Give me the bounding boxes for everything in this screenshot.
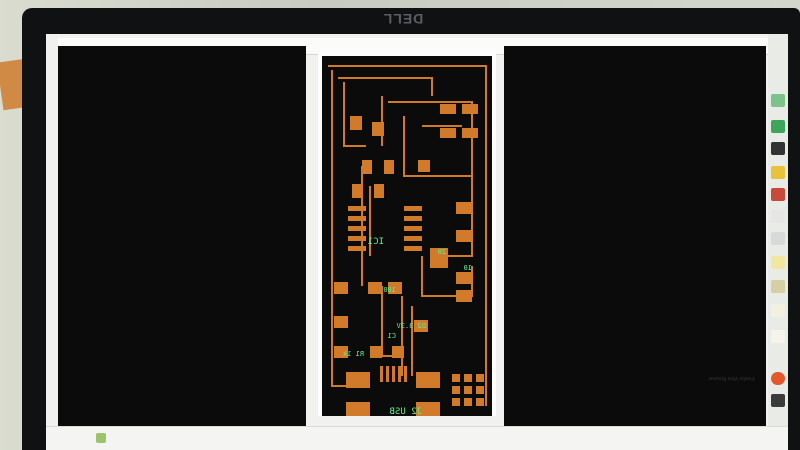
dock-app-icon[interactable]	[771, 142, 785, 155]
silk-crystal-label: 20	[438, 248, 446, 256]
silk-c1-label: C1	[388, 332, 396, 340]
dock-app-icon[interactable]	[771, 210, 785, 223]
dock-app-icon[interactable]	[771, 394, 785, 407]
monitor-brand-logo: DELL	[382, 11, 424, 27]
left-dark-pane	[58, 46, 306, 426]
taskbar	[46, 426, 788, 450]
silk-r1-label: R1 1k	[342, 350, 364, 358]
task-app-icon[interactable]	[96, 433, 106, 443]
silk-usb-label: J2 USB	[389, 407, 422, 416]
dock-app-icon[interactable]	[771, 120, 785, 133]
dock-app-icon[interactable]	[771, 280, 785, 293]
dock-tooltip: Firefox Web Browser	[708, 375, 755, 381]
silk-ic-label: IC1	[368, 237, 384, 247]
dock-app-icon[interactable]	[771, 232, 785, 245]
silk-fuse-label: 10	[464, 264, 472, 272]
silk-diode-label: D2 3.3V	[396, 322, 426, 330]
silk-100-label: 100	[383, 286, 396, 294]
app-dock	[768, 34, 788, 450]
dock-app-icon[interactable]	[771, 94, 785, 107]
right-dark-pane	[504, 46, 766, 426]
monitor-screen: IC1 J2 USB R1 1k 100 C1 20 D2 3.3V 10 Fi…	[46, 34, 788, 450]
dock-app-icon[interactable]	[771, 330, 785, 343]
pcb-layout: IC1 J2 USB R1 1k 100 C1 20 D2 3.3V 10	[322, 56, 492, 416]
dock-app-icon[interactable]	[771, 256, 785, 269]
dock-app-icon[interactable]	[771, 188, 785, 201]
dock-app-icon[interactable]	[771, 304, 785, 317]
firefox-icon[interactable]	[771, 372, 785, 385]
dock-app-icon[interactable]	[771, 166, 785, 179]
